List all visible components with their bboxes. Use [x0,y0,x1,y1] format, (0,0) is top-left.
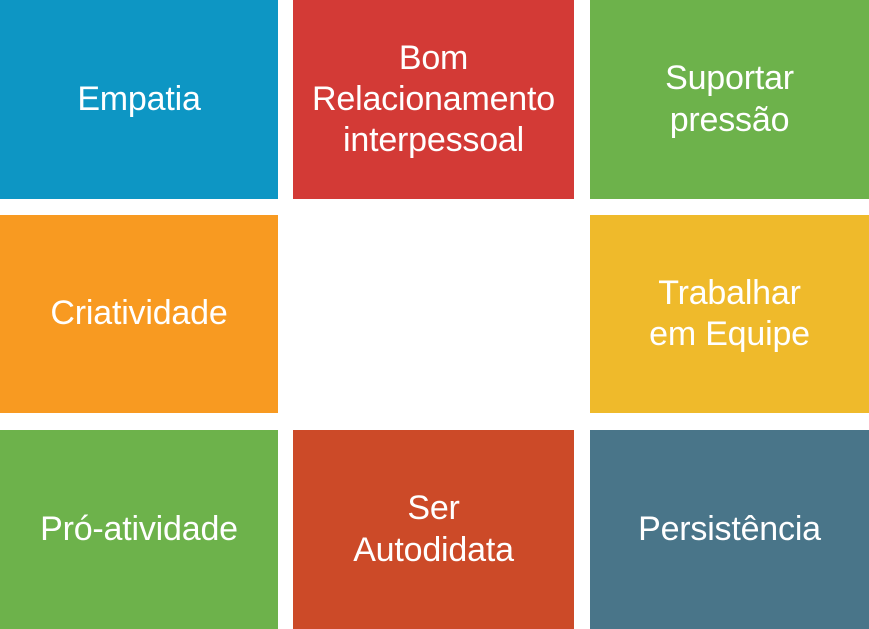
grid-tile-persistencia[interactable]: Persistência [590,430,869,629]
grid-tile-ser-autodidata[interactable]: Ser Autodidata [293,430,574,629]
grid-tile-criatividade[interactable]: Criatividade [0,215,278,413]
grid-tile-label: Ser Autodidata [353,489,514,569]
grid-tile-label: Suportar pressão [665,59,794,139]
grid-tile-suportar-pressao[interactable]: Suportar pressão [590,0,869,199]
grid-tile-pro-atividade[interactable]: Pró-atividade [0,430,278,629]
grid-tile-label: Criatividade [50,294,228,333]
grid-tile-empatia[interactable]: Empatia [0,0,278,199]
grid-tile-label: Persistência [638,509,821,548]
grid-tile-trabalhar-em-equipe[interactable]: Trabalhar em Equipe [590,215,869,413]
grid-tile-center-blank [293,215,574,413]
grid-tile-label: Bom Relacionamento interpessoal [312,38,555,160]
grid-tile-label: Pró-atividade [40,509,238,548]
grid-tile-bom-relacionamento-interpessoal[interactable]: Bom Relacionamento interpessoal [293,0,574,199]
grid-tile-label: Trabalhar em Equipe [649,273,810,353]
grid-tile-label: Empatia [77,79,201,118]
